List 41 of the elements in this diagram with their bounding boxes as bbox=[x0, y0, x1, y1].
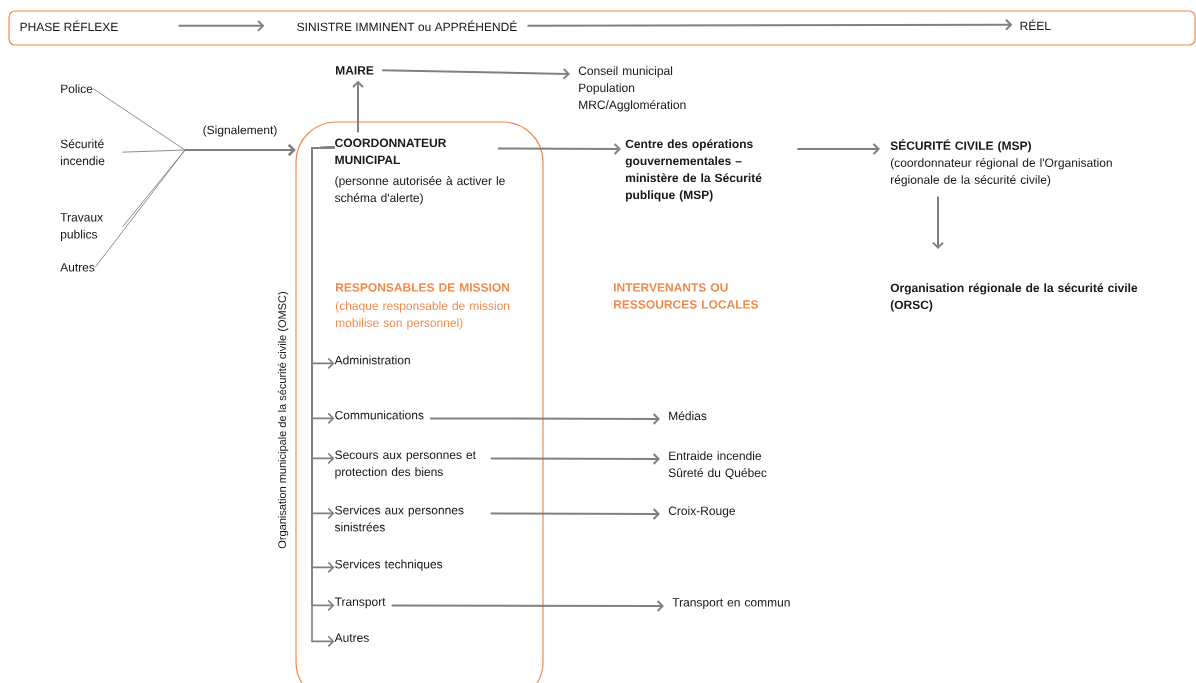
arrow bbox=[496, 142, 621, 155]
role-label: Organisation régionale de la sécurité civile (ORSC) bbox=[890, 283, 1138, 312]
resource-list: Entraide incendie Sûreté du Québec bbox=[668, 451, 767, 480]
edge-label: (Signalement) bbox=[201, 124, 279, 138]
phase-label: PHASE RÉFLEXE bbox=[20, 20, 118, 32]
node-label: Organisation municipale de la sécurité civile (OMSC) bbox=[277, 292, 289, 549]
role-label: MAIRE bbox=[336, 66, 374, 75]
arrow bbox=[489, 508, 660, 520]
recipient-list: Conseil municipal Population MRC/Agglomération bbox=[578, 66, 686, 112]
phase-label: RÉEL bbox=[1020, 19, 1051, 30]
role-label: COORDONNATEUR MUNICIPAL (personne autorisée à activer le schéma d'alerte) bbox=[334, 138, 505, 205]
arrow bbox=[526, 18, 1013, 31]
arrow bbox=[796, 143, 880, 155]
source-label: Travaux publics bbox=[60, 213, 103, 241]
resource-label: Transport en commun bbox=[672, 598, 790, 609]
mission-label: Secours aux personnes et protection des biens bbox=[335, 450, 476, 479]
mission-label: Autres bbox=[334, 633, 369, 642]
source-label: Police bbox=[61, 84, 93, 93]
arrow bbox=[381, 67, 570, 80]
mission-label: Services techniques bbox=[335, 559, 443, 571]
arrow bbox=[352, 80, 364, 134]
phase-band bbox=[8, 10, 1196, 46]
source-label: Sécurité incendie bbox=[60, 139, 105, 166]
arrow bbox=[177, 19, 265, 32]
role-label: Centre des opérations gouvernementales – ministère de la Sécurité publique (MSP) bbox=[625, 139, 762, 202]
arrow bbox=[489, 453, 660, 465]
resource-label: Croix-Rouge bbox=[668, 506, 735, 518]
resource-label: Médias bbox=[669, 411, 707, 421]
arrow bbox=[429, 413, 660, 425]
column-heading: INTERVENANTS OU RESSOURCES LOCALES bbox=[614, 283, 759, 309]
column-heading: RESPONSABLES DE MISSION bbox=[336, 283, 510, 292]
phase-label: SINISTRE IMMINENT ou APPRÉHENDÉ bbox=[297, 20, 517, 32]
mission-label: Administration bbox=[334, 355, 410, 365]
arrow bbox=[932, 195, 944, 249]
role-label: SÉCURITÉ CIVILE (MSP) (coordonnateur régional de l'Organisation régionale de la sécurité civile) bbox=[890, 139, 1112, 187]
column-note: (chaque responsable de mission mobilise son personnel) bbox=[335, 301, 510, 330]
mission-label: Services aux personnes sinistrées bbox=[334, 505, 464, 532]
arrow bbox=[390, 600, 664, 612]
mission-label: Communications bbox=[335, 410, 424, 420]
source-label: Autres bbox=[60, 263, 95, 272]
mission-label: Transport bbox=[334, 597, 386, 609]
